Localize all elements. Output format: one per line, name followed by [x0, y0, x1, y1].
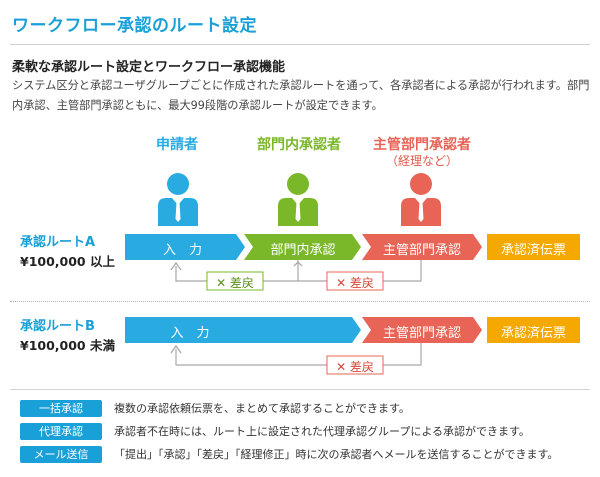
- route-a-step-done-box: [487, 234, 580, 260]
- route-b-step-done: 承認済伝票: [500, 326, 566, 341]
- route-a-return-1: ✕ 差戻: [216, 276, 254, 290]
- dept-approver-person-icon: [278, 173, 318, 226]
- feature-badge-proxy: 代理承認: [20, 423, 102, 440]
- route-a-step-done: 承認済伝票: [500, 243, 566, 258]
- route-b-step-main-arrow: [362, 317, 482, 343]
- route-b-step-done-box: [487, 317, 580, 343]
- feature-text-proxy: 承認者不在時には、ルート上に設定された代理承認グループによる承認ができます。: [114, 425, 530, 438]
- route-separator: [10, 301, 590, 302]
- route-a-step-input: 入 力: [162, 243, 202, 258]
- route-a-name: 承認ルートA: [20, 235, 96, 250]
- role-dept-approver: 部門内承認者: [257, 137, 341, 153]
- route-b-return-1: ✕ 差戻: [336, 360, 374, 374]
- main-dept-approver-person-icon: [401, 173, 441, 226]
- route-b-condition: ¥100,000 未満: [20, 338, 115, 353]
- applicant-person-icon: [158, 173, 198, 226]
- route-b-name: 承認ルートB: [20, 319, 95, 334]
- route-a-return-2: ✕ 差戻: [336, 276, 374, 290]
- feature-badge-mail: メール送信: [20, 446, 102, 463]
- route-a-step-main: 主管部門承認: [382, 243, 461, 258]
- feature-badge-bulk: 一括承認: [20, 400, 102, 417]
- role-applicant: 申請者: [156, 137, 198, 153]
- feature-text-bulk: 複数の承認依頼伝票を、まとめて承認することができます。: [114, 402, 410, 415]
- route-a-condition: ¥100,000 以上: [20, 254, 115, 269]
- route-b-step-input-arrow: [125, 317, 361, 343]
- route-b-step-main: 主管部門承認: [382, 326, 461, 341]
- page-title: ワークフロー承認のルート設定: [12, 16, 257, 36]
- features-divider: [10, 389, 590, 390]
- role-main-dept-note: （経理など）: [385, 154, 458, 168]
- feature-text-mail: 「提出」「承認」「差戻」「経理修正」時に次の承認者へメールを送信することができま…: [114, 448, 559, 461]
- route-a-step-dept-arrow: [244, 234, 361, 260]
- section-description: システム区分と承認ユーザグループごとに作成された承認ルートを通って、各承認者によ…: [12, 79, 590, 112]
- route-b-flow: [125, 317, 580, 375]
- route-a-flow: [125, 234, 580, 291]
- route-a-step-dept: 部門内承認: [270, 243, 336, 258]
- title-divider: [10, 44, 590, 45]
- route-a-step-main-arrow: [362, 234, 482, 260]
- section-subtitle: 柔軟な承認ルート設定とワークフロー承認機能: [12, 60, 286, 75]
- route-b-step-input: 入 力: [170, 326, 210, 341]
- role-main-dept-approver: 主管部門承認者: [373, 137, 471, 153]
- route-a-step-input-arrow: [125, 234, 245, 260]
